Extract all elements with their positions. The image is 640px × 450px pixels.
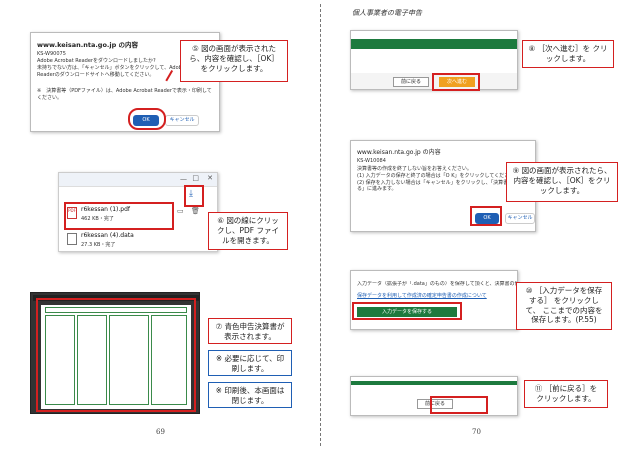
next-button[interactable]: 次へ進む — [439, 77, 475, 87]
step10-callout: ⑩ ［入力データを保存する］ をクリックして、 ここまでの内容を 保存します。(… — [516, 282, 612, 330]
download-file-meta: 462 KB・完了 — [81, 216, 114, 222]
ok-highlight — [470, 206, 502, 226]
minimize-icon[interactable]: — — [180, 175, 187, 183]
page-number: 69 — [156, 428, 165, 436]
note-close: ※ 印刷後、本画面は閉じます。 — [208, 382, 292, 408]
folder-icon[interactable]: ▭ — [177, 207, 184, 215]
ok-button[interactable]: OK — [475, 213, 499, 224]
dialog-note: ※ 決算書等（PDFファイル）は、Adobe Acrobat Readerで表示… — [37, 88, 212, 101]
step-text: ［前に戻る］を クリックします。 — [536, 384, 598, 403]
step-number: ⑩ — [525, 286, 533, 295]
back-button[interactable]: 前に戻る — [417, 399, 453, 409]
pdf-viewer — [30, 292, 200, 414]
ok-button[interactable]: OK — [133, 115, 159, 126]
maximize-icon[interactable]: □ — [192, 174, 199, 182]
right-page: 個人事業者の電子申告 前に戻る 次へ進む ⑧ ［次へ進む］を クリックします。 … — [320, 0, 640, 450]
download-icon-highlight: ⤓ — [184, 185, 204, 207]
ok-highlight — [128, 108, 166, 130]
cancel-button[interactable]: キャンセル — [165, 115, 199, 126]
cancel-button[interactable]: キャンセル — [505, 213, 535, 224]
dialog-title: www.keisan.nta.go.jp の内容 — [37, 41, 139, 49]
step-number: ⑨ — [512, 166, 520, 175]
note-mark: ※ — [215, 354, 223, 363]
back-highlight — [430, 396, 488, 414]
download-file-meta: 27.3 KB・完了 — [81, 242, 116, 248]
step8-callout: ⑧ ［次へ進む］を クリックします。 — [522, 40, 614, 68]
step-text: 図の画面が表示されたら、内容を確認し、［OK］をクリックします。 — [189, 44, 279, 73]
step-text: ［次へ進む］を クリックします。 — [537, 44, 608, 63]
step-text: 図の線にクリックし、PDF ファイルを開きます。 — [217, 216, 279, 245]
page-header: 個人事業者の電子申告 — [352, 9, 422, 17]
dialog-code: KS-W10084 — [357, 158, 386, 164]
step-number: ⑧ — [528, 44, 536, 53]
note-mark: ※ — [215, 386, 222, 395]
step-number: ⑪ — [534, 384, 543, 393]
next-highlight — [432, 73, 480, 91]
end-confirm-dialog: www.keisan.nta.go.jp の内容 KS-W10084 決算書等の… — [350, 140, 536, 232]
dialog-code: KS-W90075 — [37, 51, 66, 57]
pdf-highlight — [36, 298, 196, 412]
delete-icon[interactable]: 🗑 — [191, 207, 200, 215]
green-header-bar — [351, 39, 517, 49]
page-divider — [320, 4, 321, 446]
step7-callout: ⑦ 青色申告決算書が表示されます。 — [208, 318, 292, 344]
step-number: ⑥ — [217, 216, 224, 225]
step-text: 図の画面が表示されたら、内容を確認し、［OK］をクリックします。 — [513, 166, 612, 195]
step-number: ⑦ — [215, 322, 223, 331]
save-data-button[interactable]: 入力データを保存する — [357, 307, 457, 317]
green-header-bar — [351, 381, 517, 385]
save-data-screenshot: 入力データ（拡張子が「.data」のもの）を保存して頂くと、決算書の作成を… 保… — [350, 270, 518, 330]
note-text: 必要に応じて、印刷します。 — [224, 354, 285, 373]
left-page: www.keisan.nta.go.jp の内容 KS-W90075 Adobe… — [30, 32, 292, 436]
note-text: 印刷後、本画面は閉じます。 — [224, 386, 285, 405]
file-highlight — [64, 202, 174, 230]
dialog-title: www.keisan.nta.go.jp の内容 — [357, 149, 441, 156]
save-text: 入力データ（拡張子が「.data」のもの）を保存して頂くと、決算書の作成を… — [357, 281, 517, 287]
step11-callout: ⑪ ［前に戻る］を クリックします。 — [524, 380, 608, 408]
step5-callout: ⑤ 図の画面が表示されたら、内容を確認し、［OK］をクリックします。 — [180, 40, 288, 82]
close-icon[interactable]: ✕ — [207, 174, 213, 182]
download-file-name[interactable]: r6kessan (4).data — [81, 232, 134, 239]
step6-callout: ⑥ 図の線にクリックし、PDF ファイルを開きます。 — [208, 212, 288, 250]
save-link[interactable]: 保存データを利用して作成済の確定申告書の作成について — [357, 293, 487, 299]
back-button[interactable]: 前に戻る — [393, 77, 429, 87]
blue-return-form — [41, 305, 191, 409]
panel-toolbar: — □ ✕ — [59, 173, 217, 187]
pdf-file-icon: PDF — [67, 207, 77, 219]
nav-button-bar — [351, 73, 517, 89]
back-screenshot: 前に戻る — [350, 376, 518, 416]
download-file-name[interactable]: r6kessan (1).pdf — [81, 206, 131, 213]
page-number: 70 — [472, 428, 481, 436]
note-print: ※ 必要に応じて、印刷します。 — [208, 350, 292, 376]
step9-callout: ⑨ 図の画面が表示されたら、内容を確認し、［OK］をクリックします。 — [506, 162, 618, 202]
save-highlight — [352, 302, 462, 320]
step-number: ⑤ — [191, 44, 199, 53]
step-text: ［入力データを保存する］ をクリックして、 ここまでの内容を 保存します。(P.… — [525, 286, 603, 325]
download-icon[interactable]: ⤓ — [189, 189, 193, 199]
file-icon — [67, 233, 77, 245]
step-text: 青色申告決算書が表示されます。 — [224, 322, 285, 341]
dialog-text: 決算書等の作成を終了しない旨をお答えください。 (1) 入力データの保存と終了の… — [357, 166, 529, 193]
